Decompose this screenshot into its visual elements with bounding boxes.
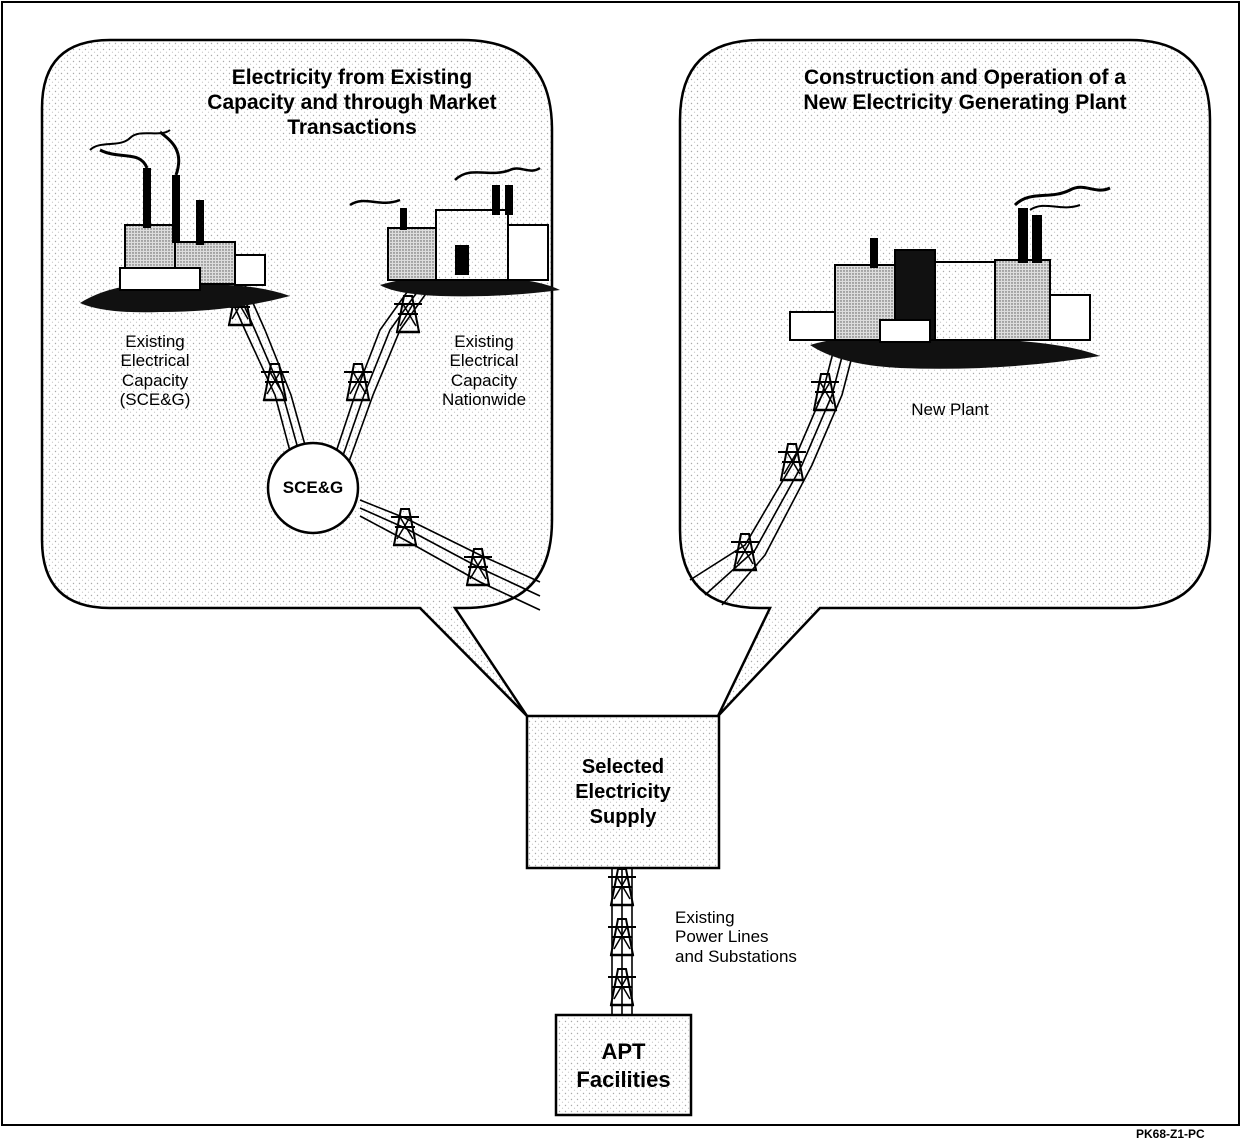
left-speech-bubble bbox=[40, 38, 554, 717]
apt-facilities-box bbox=[554, 1013, 693, 1117]
figure-code: PK68-Z1-PC bbox=[1136, 1127, 1205, 1141]
power-lines-label: Existing Power Lines and Substations bbox=[675, 908, 797, 966]
vertical-power-line bbox=[611, 868, 633, 1015]
right-bubble-title: Construction and Operation of a New Elec… bbox=[803, 66, 1127, 115]
factory-icon-new-plant bbox=[789, 185, 1111, 369]
right-speech-bubble bbox=[678, 38, 1212, 717]
apt-box-label: APT Facilities bbox=[576, 1039, 671, 1092]
existing-nationwide-label: Existing Electrical Capacity Nationwide bbox=[441, 332, 527, 410]
factory-icon-existing-nationwide bbox=[349, 166, 560, 297]
left-bubble-title: Electricity from Existing Capacity and t… bbox=[207, 66, 497, 140]
existing-sceg-label: Existing Electrical Capacity (SCE&G) bbox=[119, 332, 191, 410]
sceg-hub-label: SCE&G bbox=[282, 478, 344, 497]
outer-frame bbox=[1, 1, 1240, 1126]
sceg-hub-circle bbox=[266, 441, 360, 535]
transmission-lines-right bbox=[689, 344, 856, 606]
factory-icon-existing-sceg bbox=[80, 129, 290, 313]
new-plant-label: New Plant bbox=[911, 400, 989, 419]
selected-supply-box bbox=[525, 714, 721, 870]
supply-box-label: Selected Electricity Supply bbox=[575, 756, 671, 828]
